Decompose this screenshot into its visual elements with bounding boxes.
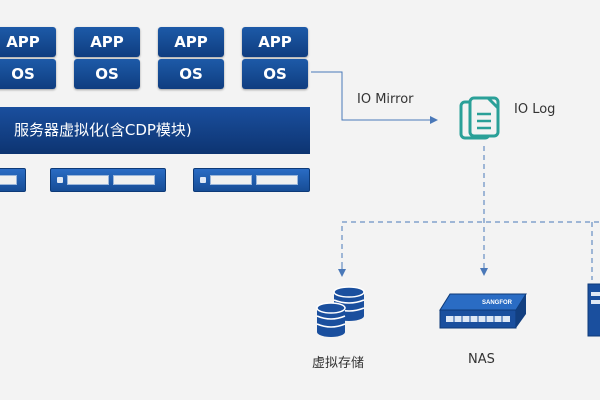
server-led-icon [200,177,206,183]
server-unit-3 [193,168,310,192]
server-slot [0,175,17,185]
nas-label: NAS [468,352,495,367]
vm-stack-3: APP OS [158,27,224,89]
os-tile: OS [74,59,140,89]
app-tile: APP [158,27,224,57]
server-tower-icon [587,283,600,337]
io-mirror-label: IO Mirror [357,92,414,107]
vm-stack-2: APP OS [74,27,140,89]
documents-icon [459,96,500,140]
vm-stack-1: APP OS [0,27,56,89]
server-slot [210,175,252,185]
virtualization-layer-bar: 服务器虚拟化(含CDP模块) [0,107,310,154]
app-tile: APP [242,27,308,57]
server-slot [113,175,155,185]
io-log-label: IO Log [514,102,556,117]
nas-brand-text: SANGFOR [482,300,513,306]
app-tile: APP [0,27,56,57]
os-tile: OS [242,59,308,89]
virtual-storage-label: 虚拟存储 [312,356,365,371]
os-tile: OS [158,59,224,89]
server-slot [67,175,109,185]
server-unit-1 [0,168,26,192]
io-mirror-line [311,71,438,124]
server-slot [256,175,298,185]
database-icon [316,286,365,337]
nas-device-icon: SANGFOR [439,293,527,329]
server-unit-2 [50,168,166,192]
distribution-dashed-line [341,221,600,276]
app-tile: APP [74,27,140,57]
server-led-icon [57,177,63,183]
vm-stack-4: APP OS [242,27,308,89]
os-tile: OS [0,59,56,89]
